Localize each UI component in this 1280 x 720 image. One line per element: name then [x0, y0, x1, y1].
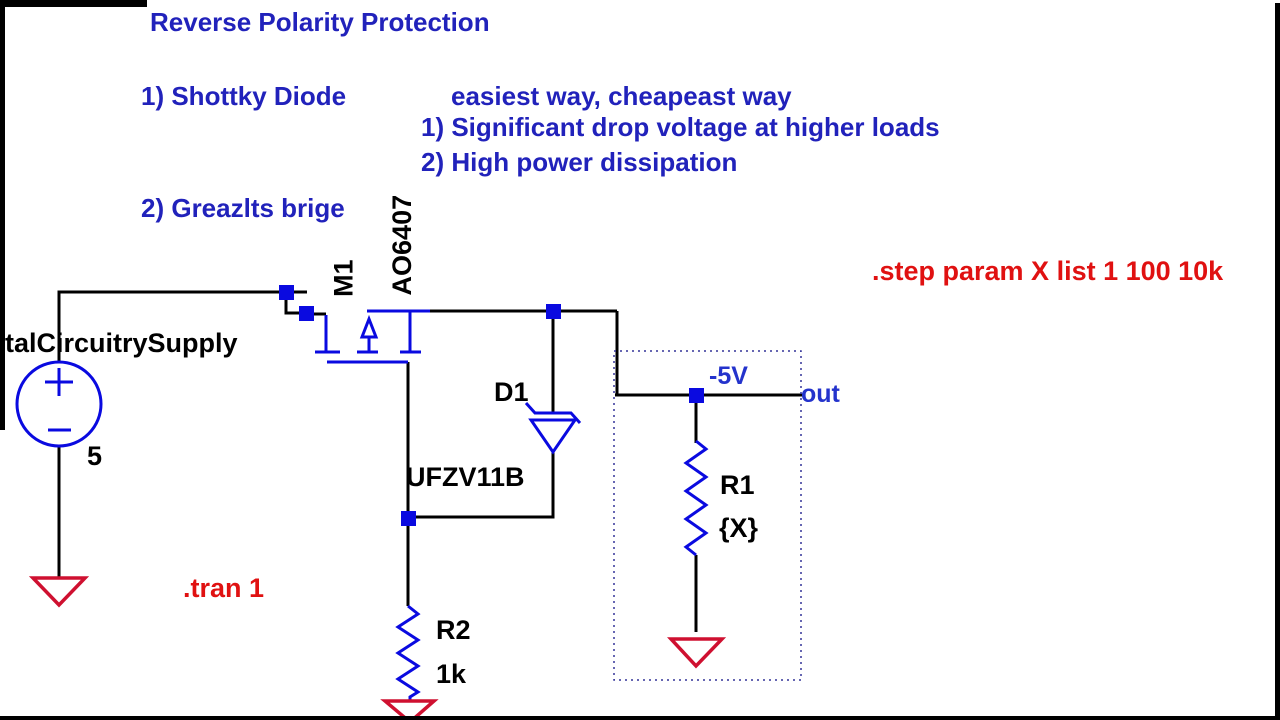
- resistor-r1-zigzag: [683, 439, 709, 557]
- comment-item1-note[interactable]: easiest way, cheapeast way: [451, 81, 792, 111]
- left-letterbox-bar: [0, 0, 5, 430]
- label-d1-name[interactable]: D1: [494, 377, 529, 407]
- label-v1-value[interactable]: 5: [87, 441, 103, 471]
- zener-cathode-bar: [524, 401, 582, 425]
- junction-node-out: [689, 388, 704, 403]
- top-letterbox-bar: [0, 0, 147, 7]
- voltage-source-circle[interactable]: [15, 360, 103, 448]
- resistor-r1-symbol[interactable]: [683, 439, 709, 557]
- net-label-minus5[interactable]: -5V: [709, 362, 748, 390]
- wires[interactable]: [57, 290, 803, 632]
- junction-node-drain: [401, 511, 416, 526]
- comment-item2[interactable]: 2) Greazlts brige: [141, 193, 345, 223]
- ground-symbol-r1[interactable]: [666, 637, 727, 669]
- label-d1-model[interactable]: UFZV11B: [406, 462, 525, 492]
- net-label-out[interactable]: out: [801, 380, 840, 408]
- junction-node-gate: [299, 306, 314, 321]
- label-r2-name[interactable]: R2: [436, 615, 471, 645]
- mosfet-symbol[interactable]: [315, 309, 430, 364]
- comment-title[interactable]: Reverse Polarity Protection: [150, 7, 490, 37]
- zener-diode-symbol[interactable]: [524, 401, 582, 455]
- label-v1-name[interactable]: talCircuitrySupply: [5, 328, 238, 358]
- ground-symbol-supply[interactable]: [28, 576, 90, 608]
- wire-supply-to-gate-node[interactable]: [57, 290, 307, 363]
- ground-symbols[interactable]: [28, 576, 727, 720]
- wire-zener-bottom[interactable]: [408, 452, 555, 519]
- selection-box: [613, 350, 802, 681]
- voltage-source-symbol[interactable]: [15, 360, 103, 448]
- zener-anode-triangle: [528, 418, 578, 455]
- directive-step[interactable]: .step param X list 1 100 10k: [872, 256, 1224, 286]
- bottom-letterbox-bar: [0, 716, 1280, 720]
- resistor-r2-zigzag: [395, 604, 421, 702]
- comment-item1-con2[interactable]: 2) High power dissipation: [421, 147, 738, 177]
- label-r1-name[interactable]: R1: [720, 470, 755, 500]
- label-r2-value[interactable]: 1k: [436, 659, 467, 689]
- label-m1-model[interactable]: AO6407: [387, 194, 418, 296]
- resistor-r2-symbol[interactable]: [395, 604, 421, 702]
- comment-item1-con1[interactable]: 1) Significant drop voltage at higher lo…: [421, 112, 940, 142]
- junction-node-source-rail: [546, 304, 561, 319]
- directive-tran[interactable]: .tran 1: [183, 573, 265, 603]
- right-letterbox-bar: [1275, 3, 1280, 720]
- junction-node-input: [279, 285, 294, 300]
- mosfet-arrow-head: [359, 314, 379, 339]
- label-m1-name[interactable]: M1: [328, 259, 359, 297]
- comment-item1[interactable]: 1) Shottky Diode: [141, 81, 347, 111]
- label-r1-value[interactable]: {X}: [719, 513, 759, 543]
- junction-nodes: [279, 285, 704, 526]
- ground-symbol-r2[interactable]: [380, 699, 439, 720]
